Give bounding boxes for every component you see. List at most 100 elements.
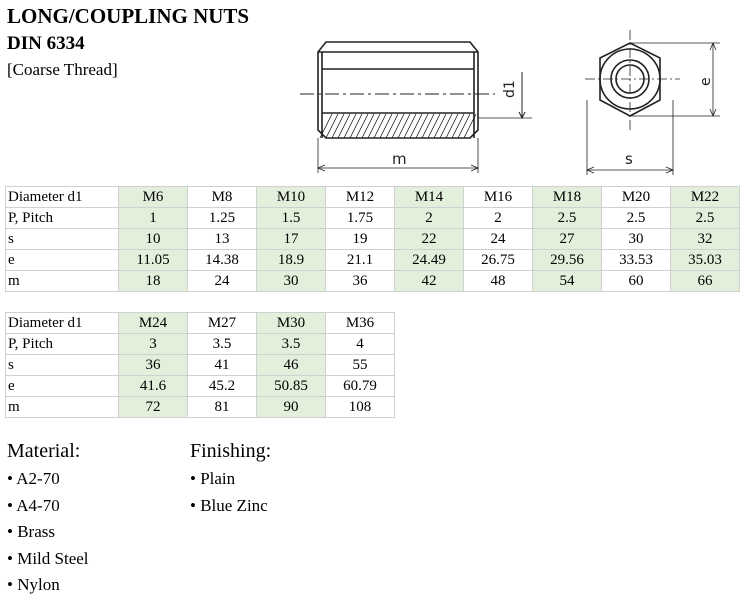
page-title: LONG/COUPLING NUTS [7,4,250,28]
table-cell: 2 [463,207,533,229]
table-cell: 1.75 [325,207,395,229]
material-item: • A2-70 [7,469,60,488]
hatch-line [415,113,429,139]
label-d1: d1 [502,80,518,98]
table-cell: M20 [601,186,671,208]
table-cell: M22 [670,186,740,208]
table-cell: 50.85 [256,375,326,397]
table-cell: 60 [601,270,671,292]
hatch-line [373,113,387,139]
hatch-line [391,113,405,139]
hatch-line [343,113,357,139]
table-cell: 36 [325,270,395,292]
table-cell: 46 [256,354,326,376]
table-cell: M14 [394,186,464,208]
table-cell: 2 [394,207,464,229]
table-cell: 26.75 [463,249,533,271]
row-label: P, Pitch [5,333,119,355]
finishing-heading: Finishing: [190,440,272,462]
hatch-line [403,113,417,139]
row-label: m [5,396,119,418]
table-cell: 60.79 [325,375,395,397]
table-cell: 18 [118,270,188,292]
table-cell: 2.5 [601,207,671,229]
hatch-line [409,113,423,139]
table-cell: 54 [532,270,602,292]
label-s: s [625,150,633,168]
hatch-line [433,113,447,139]
label-e: e [698,77,714,86]
table-cell: M18 [532,186,602,208]
end-view-drawing: s e [585,30,720,175]
table-cell: M24 [118,312,188,334]
hatch-line [385,113,399,139]
table-cell: 24 [187,270,257,292]
hatch-line [457,113,471,139]
table-cell: 11.05 [118,249,188,271]
row-label: P, Pitch [5,207,119,229]
hatch-line [349,113,363,139]
table-cell: 13 [187,228,257,250]
table-cell: 2.5 [532,207,602,229]
hatch-line [421,113,435,139]
table-cell: 18.9 [256,249,326,271]
table-cell: 10 [118,228,188,250]
table-cell: 30 [256,270,326,292]
row-label: Diameter d1 [5,186,119,208]
table-cell: M36 [325,312,395,334]
table-cell: M27 [187,312,257,334]
table-cell: 42 [394,270,464,292]
hatch-line [361,113,375,139]
table-cell: M10 [256,186,326,208]
table-cell: 90 [256,396,326,418]
table-cell: 1 [118,207,188,229]
hatch-line [355,113,369,139]
table-cell: M30 [256,312,326,334]
hatch-line [331,113,345,139]
table-cell: M8 [187,186,257,208]
table-cell: 1.25 [187,207,257,229]
row-label: e [5,249,119,271]
material-item: • Mild Steel [7,548,89,568]
hatch-line [427,113,441,139]
table-cell: 4 [325,333,395,355]
row-label: m [5,270,119,292]
table-cell: 3.5 [256,333,326,355]
hatch-line [445,113,459,139]
table-cell: M6 [118,186,188,208]
side-view-drawing: m d1 [300,41,532,173]
table-cell: 24.49 [394,249,464,271]
table-cell: 29.56 [532,249,602,271]
standard-number: DIN 6334 [7,33,85,54]
row-label: s [5,354,119,376]
table-cell: 24 [463,228,533,250]
table-cell: 41 [187,354,257,376]
table-cell: 48 [463,270,533,292]
label-m: m [392,150,407,168]
hatch-line [463,113,477,139]
table-cell: 21.1 [325,249,395,271]
table-cell: M12 [325,186,395,208]
table-cell: 17 [256,228,326,250]
table-cell: 35.03 [670,249,740,271]
table-cell: 14.38 [187,249,257,271]
finishing-item: • Plain [190,469,236,488]
table-cell: 108 [325,396,395,418]
hatch-line [379,113,393,139]
table-cell: 22 [394,228,464,250]
table-cell: 45.2 [187,375,257,397]
row-label: Diameter d1 [5,312,119,334]
hatch-line [319,113,333,139]
finishing-item: • Blue Zinc [190,495,268,515]
table-cell: 3.5 [187,333,257,355]
hatch-line [337,113,351,139]
material-item: • Nylon [7,575,60,594]
hatch-line [397,113,411,139]
